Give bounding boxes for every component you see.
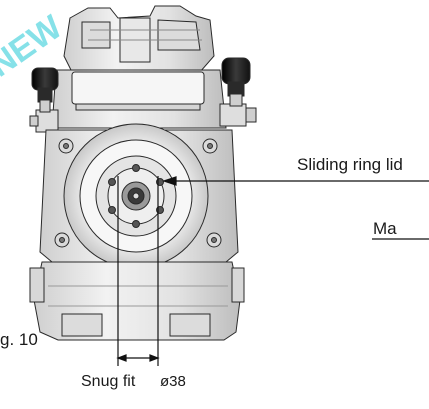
right-fitting (219, 103, 257, 127)
left-knob-icon (31, 67, 59, 113)
callout-sliding-ring-lid: Sliding ring lid (297, 155, 403, 174)
pump-illustration (29, 5, 257, 341)
inspection-window (71, 71, 205, 105)
callout-snug-fit: Snug fit (81, 373, 136, 390)
right-knob-icon (221, 57, 251, 107)
dimension-lines (116, 176, 160, 366)
callout-ma: Ma (373, 219, 397, 238)
callout-diameter: ø38 (160, 373, 186, 390)
leader-line-sliding-ring (162, 176, 429, 186)
left-fitting (29, 109, 59, 133)
figure-caption: g. 10 (0, 330, 38, 349)
